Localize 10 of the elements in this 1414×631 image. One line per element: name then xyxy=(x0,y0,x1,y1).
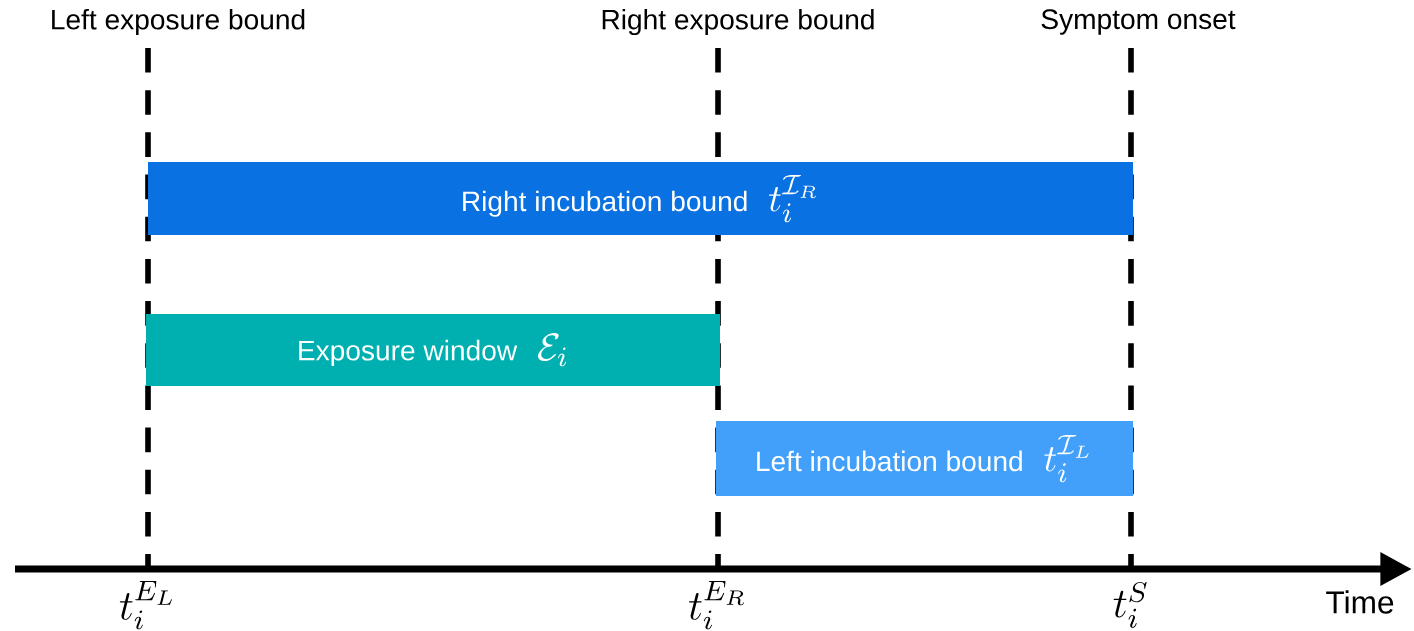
marker-label: Right exposure bound xyxy=(602,8,874,36)
bar: Exposure window $\mathcal{E}_i$ xyxy=(146,314,720,386)
tick-label: $t_i^{S}$ xyxy=(1113,581,1147,628)
marker-label: Symptom onset xyxy=(1041,9,1236,35)
axis-label: Time xyxy=(1326,590,1394,614)
tick-label: $t_i^{E_R}$ xyxy=(689,581,744,630)
bar: Left incubation bound $t_i^{\mathcal{I}_L}$ xyxy=(716,421,1133,496)
marker-label: Left exposure bound xyxy=(52,8,305,36)
tick-label: $t_i^{E_L}$ xyxy=(119,581,172,630)
bar: Right incubation bound $t_i^{\mathcal{I}_R}$ xyxy=(148,162,1133,235)
